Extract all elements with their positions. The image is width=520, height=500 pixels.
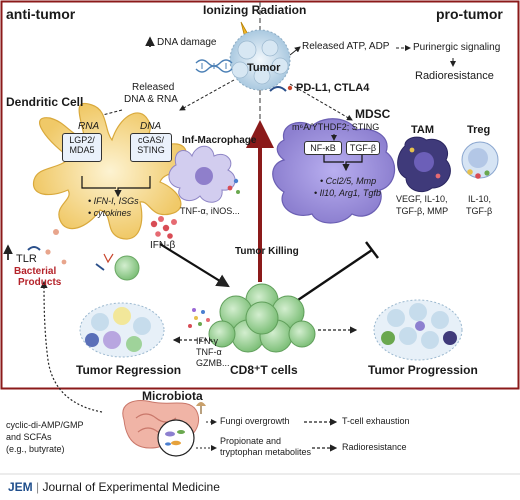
tgfb-text: TGF-β xyxy=(349,143,377,153)
mdsc-title: MDSC xyxy=(355,107,391,121)
tumor-regression-label: Tumor Regression xyxy=(76,363,182,377)
cgas-line2: STING xyxy=(137,145,165,156)
inf-macrophage-cell xyxy=(168,145,240,203)
tgfb-box: TGF-β xyxy=(346,141,380,155)
released-dna-rna-line2: DNA & RNA xyxy=(124,94,178,105)
mdsc-genes-1-text: Ccl2/5, Mmp xyxy=(325,176,377,186)
macrophage-cytokines: TNF-α, iNOS... xyxy=(180,206,240,216)
jem-journal-name: Journal of Experimental Medicine xyxy=(42,480,220,494)
checkpoint-label: PD-L1, CTLA4 xyxy=(296,82,370,94)
tumor-label: Tumor xyxy=(247,62,281,74)
dna-helix-icon xyxy=(195,59,233,73)
treg-cell xyxy=(461,141,499,179)
microbiota-title: Microbiota xyxy=(142,389,203,403)
released-dna-rna-line1: Released xyxy=(132,82,175,93)
tam-title: TAM xyxy=(411,124,435,136)
ifn-beta-label: IFN-β xyxy=(150,240,176,251)
tumor-progression-label: Tumor Progression xyxy=(368,363,478,377)
purinergic-label: Purinergic signaling xyxy=(413,42,501,53)
dendritic-cell-title: Dendritic Cell xyxy=(6,95,84,109)
propionate-line1: Propionate and xyxy=(220,436,282,446)
released-atp-label: Released ATP, ADP xyxy=(302,41,390,52)
cgas-line1: cGAS/ xyxy=(137,135,164,145)
cd8-tcell-cluster xyxy=(208,283,316,353)
nfkb-text: NF-κB xyxy=(310,143,336,153)
ifn-beta-dots xyxy=(150,216,177,239)
dc-output-1: • IFN-I, ISGs xyxy=(88,196,139,206)
anti-tumor-header: anti-tumor xyxy=(6,6,76,22)
nfkb-box: NF-κB xyxy=(304,141,342,155)
mdsc-genes-2: • Il10, Arg1, Tgfb xyxy=(314,188,381,198)
treg-title: Treg xyxy=(467,124,491,136)
tam-factors-2: TGF-β, MMP xyxy=(396,206,449,216)
lgp2-line1: LGP2/ xyxy=(69,135,95,145)
tam-cell xyxy=(397,136,451,193)
microbiota-metabolites-2: and SCFAs xyxy=(6,432,52,442)
cd8-secreted-1: IFN-γ xyxy=(196,336,218,346)
propionate-line2: tryptophan metabolites xyxy=(220,447,312,457)
bacterial-products-line1: Bacterial xyxy=(14,266,57,277)
bacterial-products-line2: Products xyxy=(18,277,62,288)
mdsc-pathway: m⁶A/YTHDF2; STING xyxy=(292,122,380,132)
microbiota-magnifier xyxy=(157,419,195,457)
dc-output-2: • cytokines xyxy=(88,208,132,218)
dc-output-1-text: IFN-I, ISGs xyxy=(93,196,139,206)
inf-macrophage-title: Inf-Macrophage xyxy=(182,135,257,146)
cd8-cytokine-dots xyxy=(188,308,210,328)
cgas-sting-box: cGAS/ STING xyxy=(130,133,172,162)
tumor-cluster xyxy=(229,29,291,91)
cd8-label: CD8⁺T cells xyxy=(230,363,298,377)
rna-label: RNA xyxy=(78,121,100,132)
tumor-regression-cluster xyxy=(79,302,165,358)
pro-tumor-header: pro-tumor xyxy=(436,6,503,22)
tam-factors-1: VEGF, IL-10, xyxy=(396,194,448,204)
tumor-killing-label: Tumor Killing xyxy=(235,246,299,257)
lgp2-line2: MDA5 xyxy=(69,145,95,156)
fungus-icon xyxy=(196,402,206,414)
radioresistance-top-label: Radioresistance xyxy=(415,70,494,82)
mdsc-genes-1: • Ccl2/5, Mmp xyxy=(320,176,377,186)
jem-logo: JEM xyxy=(8,480,33,494)
microbiota-metabolites-1: cyclic-di-AMP/GMP xyxy=(6,420,84,430)
jem-footer: JEM | Journal of Experimental Medicine xyxy=(8,480,220,494)
dna-damage-label: DNA damage xyxy=(157,37,217,48)
lgp2-mda5-box: LGP2/ MDA5 xyxy=(62,133,102,162)
ionizing-radiation-label: Ionizing Radiation xyxy=(203,3,307,17)
microbiota-radioresistance-label: Radioresistance xyxy=(342,442,407,452)
treg-factors-2: TGF-β xyxy=(466,206,493,216)
mdsc-genes-2-text: Il10, Arg1, Tgfb xyxy=(319,188,381,198)
dc-output-2-text: cytokines xyxy=(93,208,132,218)
cd8-secreted-3: GZMB... xyxy=(196,358,230,368)
tlr-label: TLR xyxy=(16,253,37,265)
t-cell-exhaustion-label: T-cell exhaustion xyxy=(342,416,410,426)
microbiota-metabolites-3: (e.g., butyrate) xyxy=(6,444,65,454)
treg-factors-1: IL-10, xyxy=(468,194,492,204)
fungi-overgrowth-label: Fungi overgrowth xyxy=(220,416,290,426)
cd8-secreted-2: TNF-α xyxy=(196,347,222,357)
dna-label: DNA xyxy=(140,121,162,132)
tumor-progression-cluster xyxy=(373,299,463,361)
